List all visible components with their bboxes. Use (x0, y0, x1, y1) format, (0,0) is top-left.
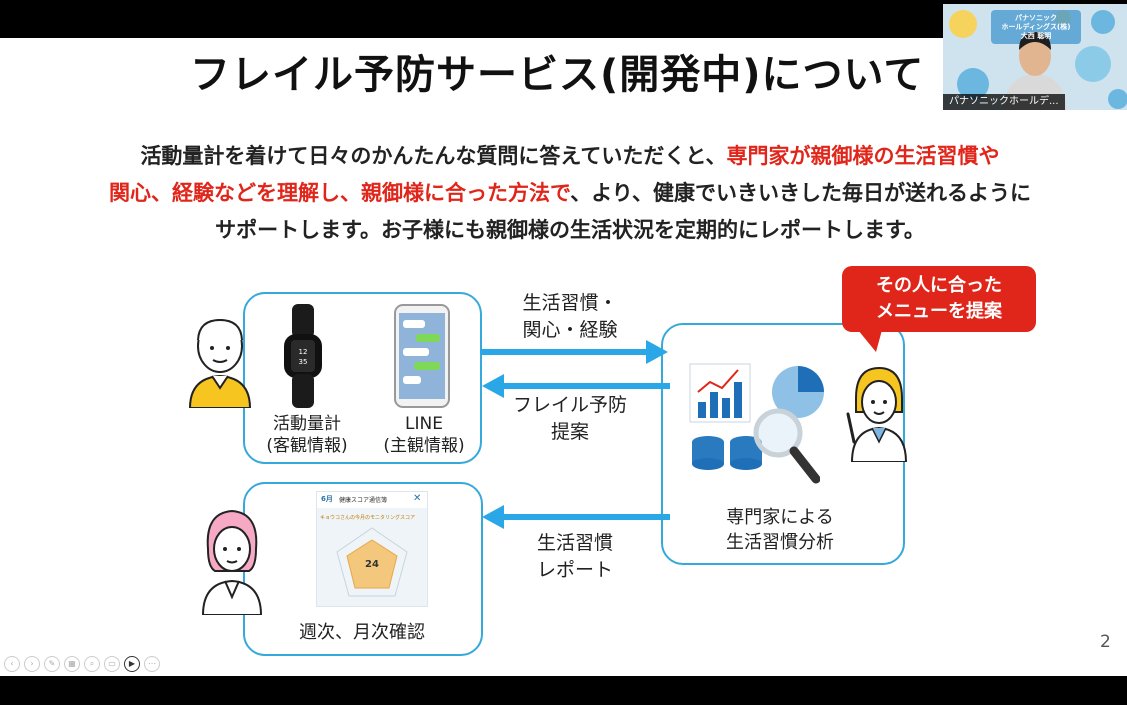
report-period-label: 週次、月次確認 (299, 622, 425, 643)
report-card-header: 6月 健康スコア通信簿 ✕ (317, 492, 427, 508)
webcam-name-tag: パナソニックホールデ... (943, 94, 1065, 110)
fitness-tracker-icon: 12 35 (284, 304, 322, 408)
webcam-person: 大西 聡明 (1020, 32, 1052, 40)
camera-icon[interactable]: ▶ (124, 656, 140, 672)
arrow-to-family (482, 505, 670, 529)
analysis-charts-icon (689, 363, 824, 470)
line-sublabel: (主観情報) (383, 436, 465, 456)
desc-line1-plain: 活動量計を着けて日々のかんたんな質問に答えていただくと、 (140, 144, 727, 168)
suggestion-bubble: その人に合った メニューを提案 (842, 266, 1036, 332)
arrow-to-parent (482, 374, 670, 398)
arrow-label-report-l1: 生活習慣 (536, 532, 613, 554)
svg-text:12: 12 (299, 348, 308, 356)
report-card-subtitle: キョウコさんの今月のモニタリングスコア (320, 515, 416, 521)
webcam-company-l2: ホールディングス(株) (1001, 23, 1071, 31)
tracker-label-text: 活動量計 (273, 414, 341, 434)
desc-line3-plain: サポートします。お子様にも親御様の生活状況を定期的にレポートします。 (215, 218, 925, 242)
report-card: 6月 健康スコア通信簿 ✕ キョウコさんの今月のモニタリングスコア 24 (316, 491, 428, 607)
webcam-company-l1: パナソニック (1015, 14, 1057, 22)
line-label: LINE (主観情報) (376, 413, 472, 457)
slide-title: フレイル予防サービス(開発中)について (190, 52, 925, 98)
svg-text:35: 35 (299, 358, 308, 366)
webcam-background (943, 4, 1127, 110)
smartphone-line-icon (394, 304, 450, 408)
close-icon[interactable]: ✕ (413, 493, 422, 504)
bubble-line2: メニューを提案 (876, 301, 1002, 322)
arrow-label-proposal-l1: フレイル予防 (512, 394, 627, 416)
elderly-parent-icon (188, 318, 252, 408)
next-slide-icon[interactable]: › (24, 656, 40, 672)
bottom-letterbox (0, 676, 1127, 705)
line-label-text: LINE (405, 414, 443, 434)
zoom-icon[interactable]: ⌕ (84, 656, 100, 672)
arrow-label-habits: 生活習慣・ 関心・経験 (500, 290, 640, 344)
arrow-label-proposal-l2: 提案 (550, 421, 589, 443)
arrow-to-expert (480, 340, 668, 364)
expert-label-l1: 専門家による (726, 507, 834, 528)
previous-slide-icon[interactable]: ‹ (4, 656, 20, 672)
report-score: 24 (365, 559, 379, 570)
pen-icon[interactable]: ✎ (44, 656, 60, 672)
expert-person-icon (846, 366, 908, 462)
expert-label-l2: 生活習慣分析 (726, 532, 834, 553)
page-number: 2 (1100, 632, 1111, 652)
expert-label: 専門家による 生活習慣分析 (690, 505, 870, 555)
slide-description: 活動量計を着けて日々のかんたんな質問に答えていただくと、専門家が親御様の生活習慣… (70, 138, 1070, 249)
top-letterbox (0, 0, 1127, 38)
child-person-icon (201, 509, 263, 615)
radar-chart (336, 527, 408, 597)
slide-toolbar: ‹ › ✎ ▦ ⌕ ▭ ▶ ⋯ (4, 656, 160, 672)
report-card-title: 健康スコア通信簿 (339, 497, 388, 504)
arrow-label-habits-l2: 関心・経験 (522, 319, 618, 341)
desc-line2-plain: 、より、健康でいきいきした毎日が送れるように (570, 181, 1031, 205)
arrow-label-proposal: フレイル予防 提案 (500, 392, 640, 446)
webcam-company-text: パナソニック ホールディングス(株) 大西 聡明 (991, 14, 1081, 41)
arrow-label-report: 生活習慣 レポート (510, 530, 640, 584)
tracker-label: 活動量計 (客観情報) (262, 413, 352, 457)
magnifier-icon (753, 408, 820, 484)
bubble-line1: その人に合った (876, 275, 1002, 296)
slides-grid-icon[interactable]: ▦ (64, 656, 80, 672)
tracker-sublabel: (客観情報) (266, 436, 348, 456)
webcam-video-tile[interactable]: パナソニック ホールディングス(株) 大西 聡明 パナソニックホールデ... (943, 4, 1127, 110)
arrow-label-report-l2: レポート (536, 559, 613, 581)
report-month: 6月 (321, 495, 333, 503)
desc-line1-red: 専門家が親御様の生活習慣や (726, 144, 1000, 168)
desc-line2-red: 関心、経験などを理解し、親御様に合った方法で (109, 181, 571, 205)
subtitles-icon[interactable]: ▭ (104, 656, 120, 672)
arrow-label-habits-l1: 生活習慣・ (522, 292, 618, 314)
more-options-icon[interactable]: ⋯ (144, 656, 160, 672)
